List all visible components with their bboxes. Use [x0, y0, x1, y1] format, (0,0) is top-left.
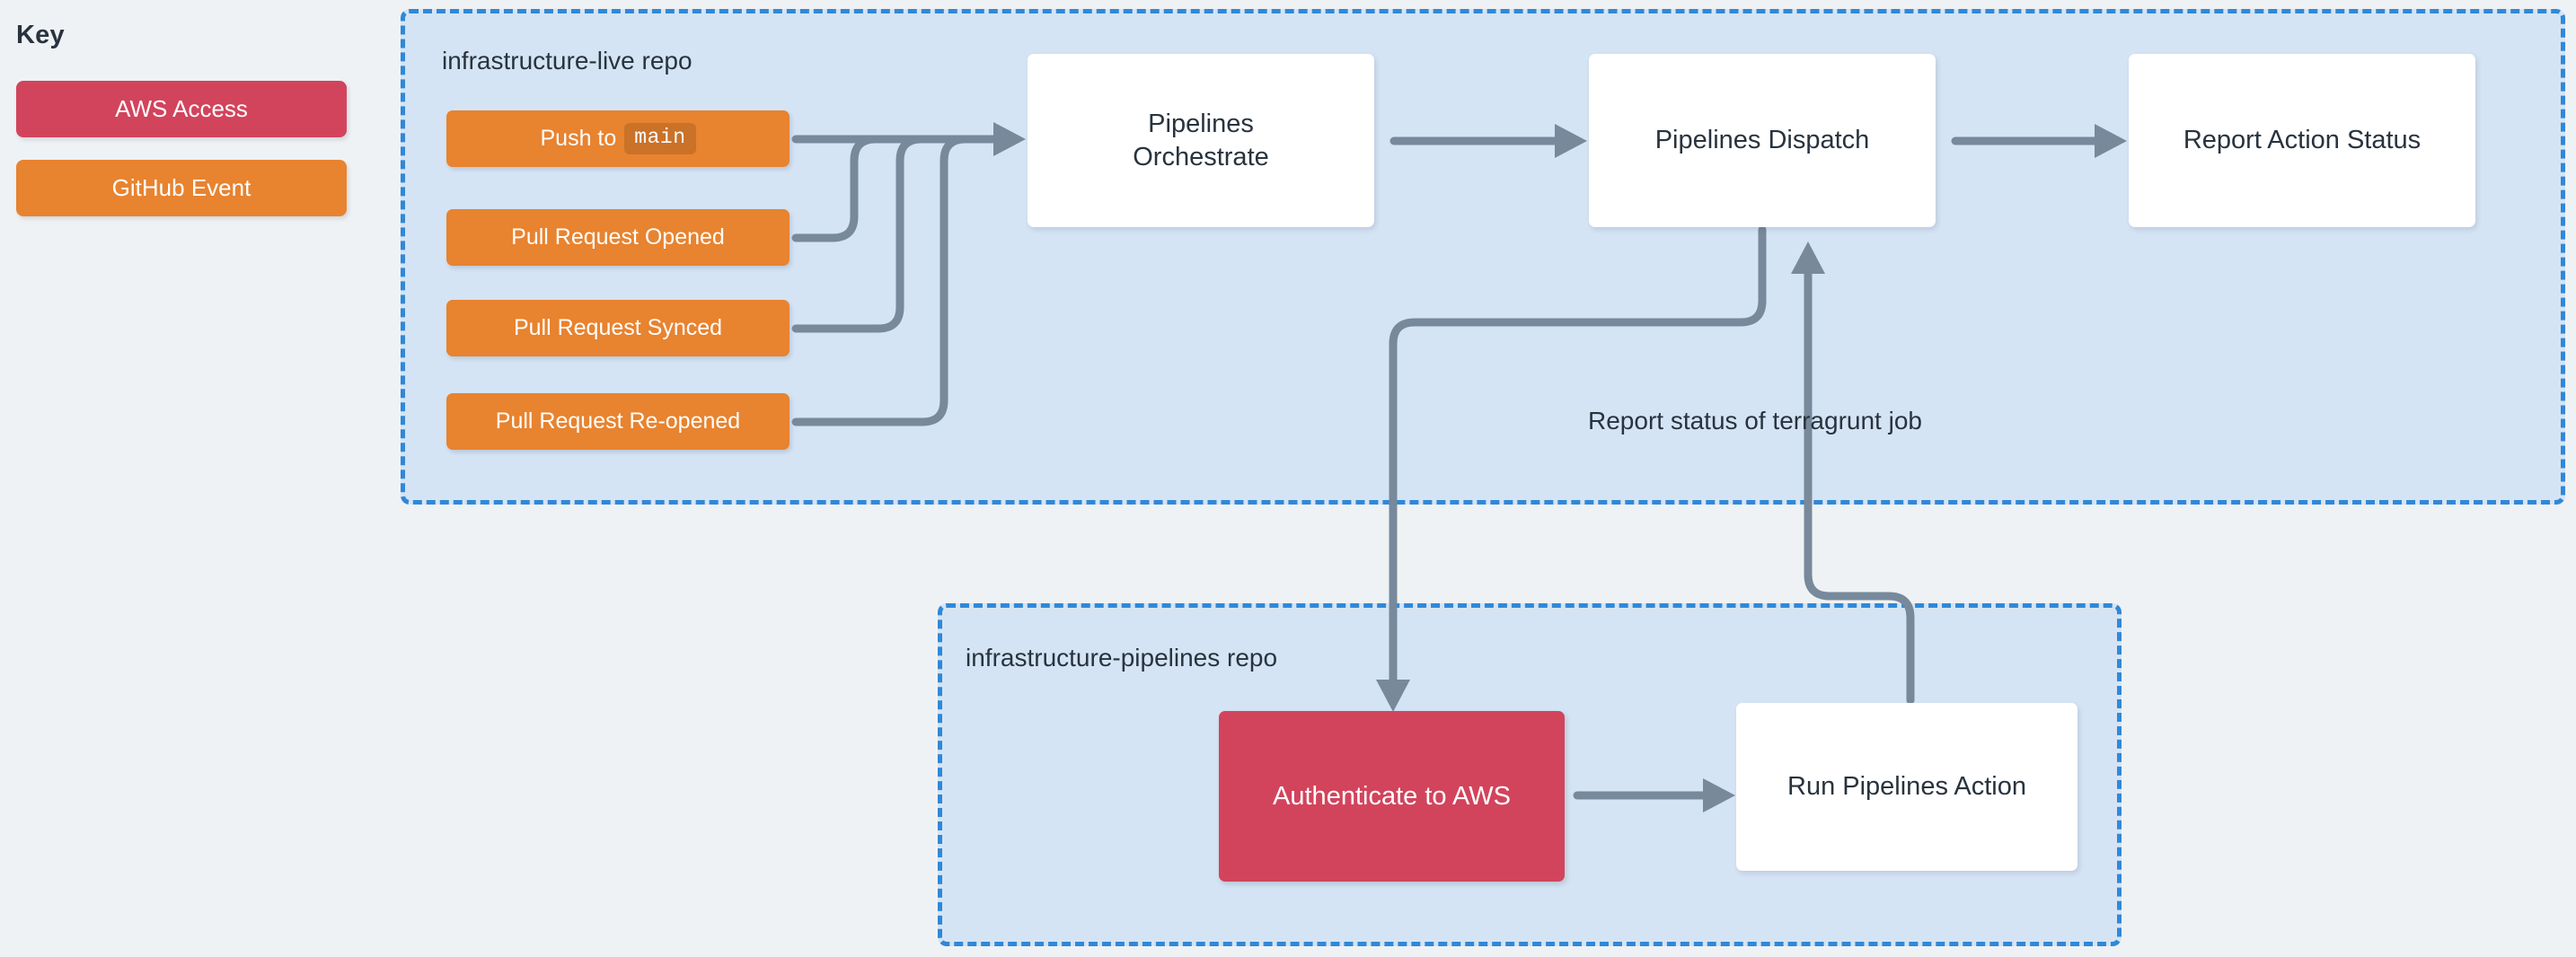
node-pull-request-reopened: Pull Request Re-opened — [446, 393, 790, 450]
key-title: Key — [16, 21, 65, 49]
repo-label-infrastructure-pipelines: infrastructure-pipelines repo — [966, 644, 1278, 672]
node-pipelines-orchestrate-label-line2: Orchestrate — [1133, 142, 1269, 171]
node-run-pipelines-action: Run Pipelines Action — [1736, 703, 2078, 871]
key-item-github-event-label: GitHub Event — [111, 174, 251, 201]
node-pipelines-dispatch-label: Pipelines Dispatch — [1654, 126, 1870, 155]
node-push-to-main-branch-code: main — [624, 123, 696, 154]
node-authenticate-to-aws-label: Authenticate to AWS — [1273, 781, 1511, 811]
node-pull-request-synced-label: Pull Request Synced — [513, 314, 723, 340]
key-item-aws-access: AWS Access — [16, 81, 347, 137]
repo-label-infrastructure-live: infrastructure-live repo — [442, 47, 693, 75]
key-legend: Key AWS Access GitHub Event — [0, 0, 386, 233]
node-run-pipelines-action-label: Run Pipelines Action — [1787, 772, 2026, 802]
edge-label-report-status-of-terragrunt-job: Report status of terragrunt job — [1588, 407, 1922, 435]
key-item-aws-access-label: AWS Access — [115, 95, 248, 122]
node-pipelines-orchestrate: Pipelines Orchestrate — [1028, 54, 1374, 227]
node-authenticate-to-aws: Authenticate to AWS — [1219, 711, 1565, 882]
node-push-to-main: Push to main — [446, 110, 790, 167]
node-report-action-status-label: Report Action Status — [2183, 126, 2422, 155]
node-pull-request-opened: Pull Request Opened — [446, 209, 790, 266]
key-item-github-event: GitHub Event — [16, 160, 347, 216]
node-pipelines-dispatch: Pipelines Dispatch — [1589, 54, 1936, 227]
node-pull-request-reopened-label: Pull Request Re-opened — [495, 408, 741, 434]
node-report-action-status: Report Action Status — [2129, 54, 2475, 227]
node-push-to-main-label: Push to — [540, 125, 617, 151]
node-pull-request-opened-label: Pull Request Opened — [511, 224, 725, 250]
node-pipelines-orchestrate-label-line1: Pipelines — [1148, 110, 1254, 139]
node-pull-request-synced: Pull Request Synced — [446, 300, 790, 356]
